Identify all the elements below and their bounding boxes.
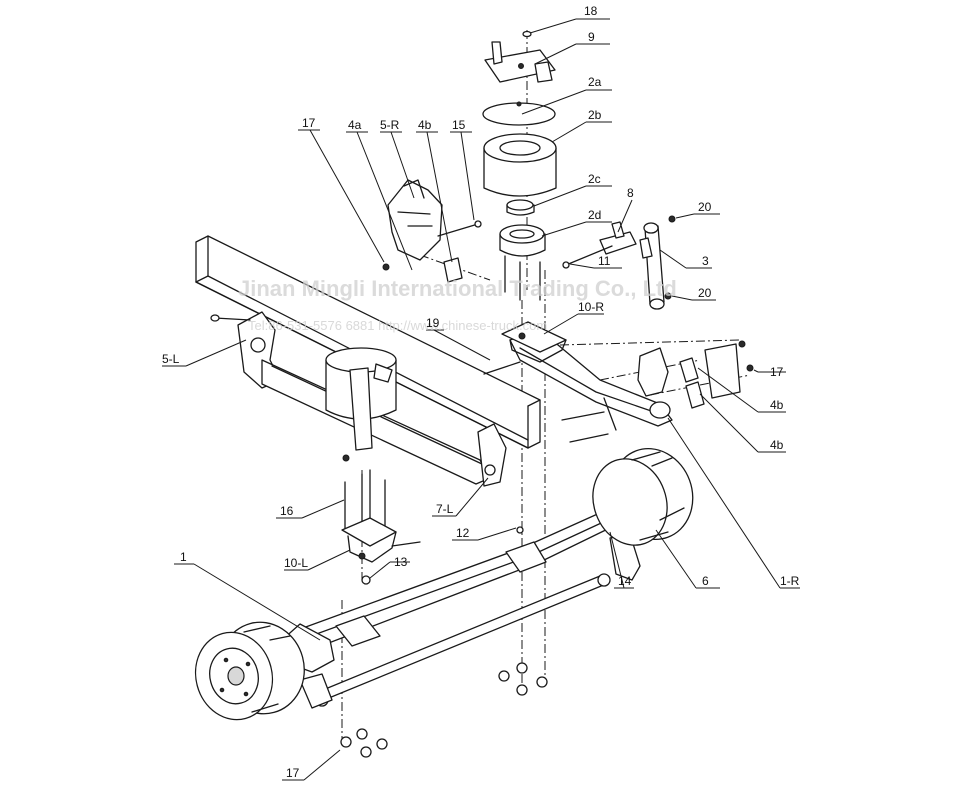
u-bolts-left bbox=[341, 469, 421, 585]
callout-19: 19 bbox=[426, 316, 440, 330]
callout-7L: 7-L bbox=[436, 502, 454, 516]
callout-1R: 1-R bbox=[780, 574, 800, 588]
callout-16: 16 bbox=[280, 504, 294, 518]
callout-4b-right-2: 4b bbox=[770, 438, 784, 452]
callout-2d: 2d bbox=[588, 208, 601, 222]
axle-seat-10R bbox=[483, 321, 567, 375]
callout-2a: 2a bbox=[588, 75, 602, 89]
callout-5L: 5-L bbox=[162, 352, 180, 366]
brake-drum-right bbox=[592, 448, 694, 546]
callout-17-right: 17 bbox=[770, 365, 784, 379]
watermark: Jinan Mingli International Trading Co., … bbox=[238, 276, 677, 333]
watermark-company: Jinan Mingli International Trading Co., … bbox=[238, 276, 677, 301]
callout-10L: 10-L bbox=[284, 556, 308, 570]
axle-beam bbox=[291, 511, 619, 655]
top-mount-bracket bbox=[484, 30, 556, 83]
callout-9: 9 bbox=[588, 30, 595, 44]
callout-4a: 4a bbox=[348, 118, 362, 132]
leader-lines bbox=[162, 18, 800, 781]
callout-3: 3 bbox=[702, 254, 709, 268]
brake-drum-left bbox=[194, 621, 305, 721]
callout-13: 13 bbox=[394, 555, 408, 569]
trailing-arm-right bbox=[509, 329, 673, 427]
callout-17-top: 17 bbox=[302, 116, 316, 130]
callout-2b: 2b bbox=[588, 108, 602, 122]
shock-absorber-right bbox=[639, 215, 676, 310]
air-spring-stack bbox=[482, 101, 557, 301]
torque-rod-bracket bbox=[562, 221, 637, 269]
callout-8: 8 bbox=[627, 186, 634, 200]
callout-5R: 5-R bbox=[380, 118, 400, 132]
callout-18: 18 bbox=[584, 4, 598, 18]
callout-2c: 2c bbox=[588, 172, 601, 186]
frame-rail bbox=[195, 235, 541, 449]
callout-4b-right-1: 4b bbox=[770, 398, 784, 412]
callout-20-top: 20 bbox=[698, 200, 712, 214]
callout-14: 14 bbox=[618, 574, 632, 588]
callout-labels: 18 9 2a 2b 2c 2d 8 20 11 3 20 17 4a 5-R … bbox=[162, 4, 800, 780]
callout-17-bottom: 17 bbox=[286, 766, 300, 780]
callout-1: 1 bbox=[180, 550, 187, 564]
air-spring-left bbox=[325, 347, 397, 462]
callout-4b-top: 4b bbox=[418, 118, 432, 132]
bracket-7L bbox=[477, 423, 507, 487]
callout-6: 6 bbox=[702, 574, 709, 588]
callout-11: 11 bbox=[598, 254, 611, 268]
callout-10R: 10-R bbox=[578, 300, 604, 314]
callout-15: 15 bbox=[452, 118, 466, 132]
hanger-bracket-right bbox=[561, 340, 754, 443]
watermark-contact: Tel:86-531-5576 6881 http://www.chinese-… bbox=[248, 318, 547, 333]
callout-20-bottom: 20 bbox=[698, 286, 712, 300]
bracket-5R bbox=[382, 179, 482, 283]
callout-12: 12 bbox=[456, 526, 470, 540]
nuts-bottom bbox=[340, 662, 548, 758]
